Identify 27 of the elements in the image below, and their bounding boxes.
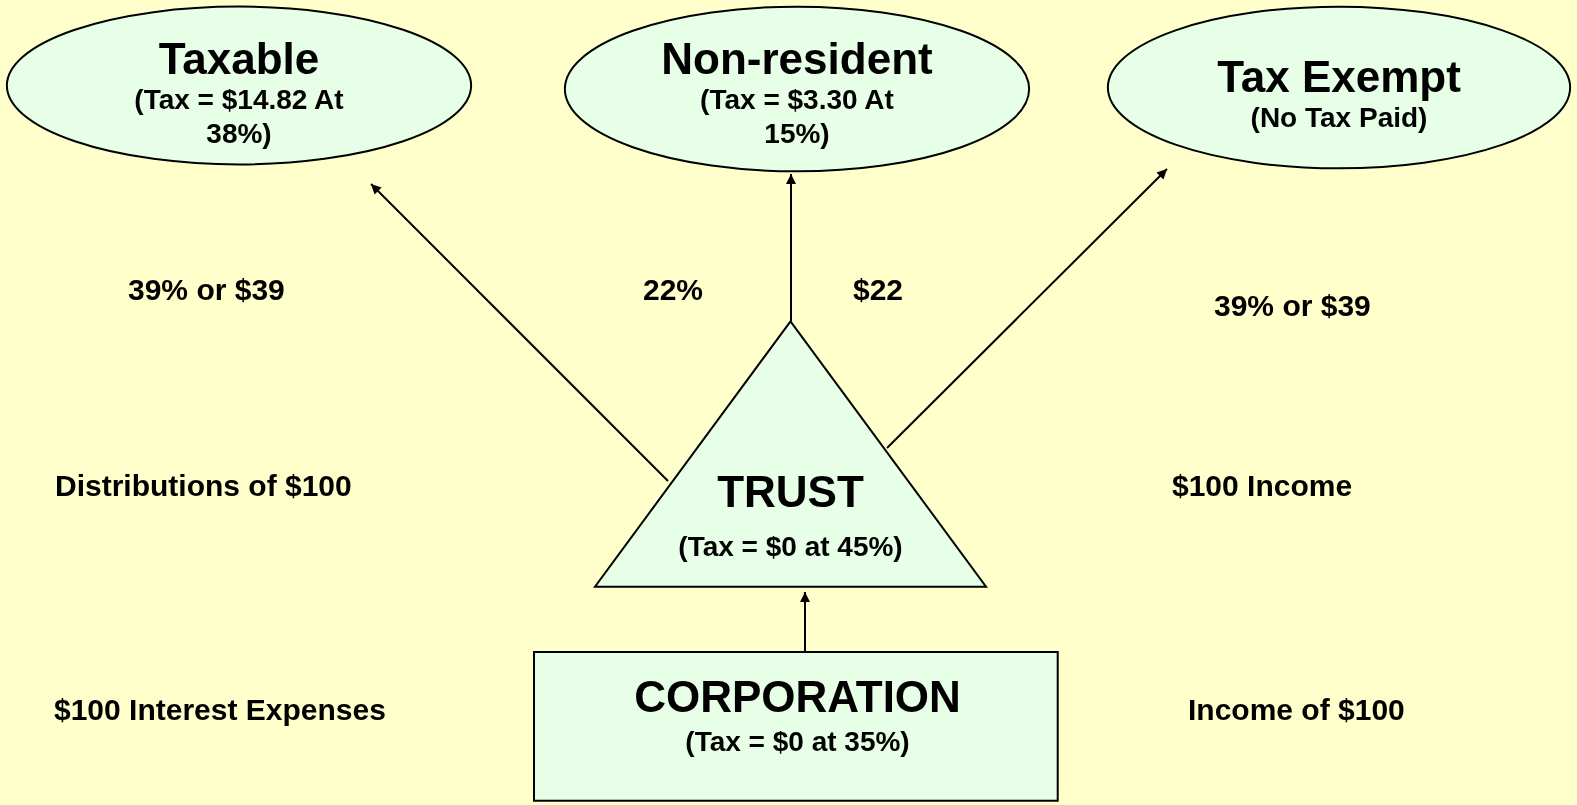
node-subtitle: (Tax = $14.82 At 38%) <box>133 83 345 151</box>
arrow <box>370 183 669 482</box>
arrow <box>800 591 810 652</box>
node-subtitle: (Tax = $3.30 At 15%) <box>699 83 895 151</box>
annotation-text: $100 Interest Expenses <box>54 692 386 728</box>
oval-node <box>5 5 473 166</box>
oval-node <box>1106 5 1572 170</box>
node-title: Non-resident <box>661 35 933 84</box>
triangle-node <box>593 320 988 588</box>
node-title: TRUST <box>717 468 864 517</box>
annotation-text: Income of $100 <box>1188 692 1405 728</box>
annotation-text: $100 Income <box>1172 468 1353 504</box>
annotation-text: $22 <box>853 272 904 308</box>
arrow <box>886 168 1168 449</box>
annotation-text: 22% <box>643 272 704 308</box>
rectangle-node <box>533 651 1062 802</box>
node-subtitle: (No Tax Paid) <box>1250 101 1428 135</box>
node-title: Tax Exempt <box>1217 53 1461 102</box>
oval-node <box>563 5 1031 173</box>
arrow <box>786 173 796 322</box>
node-subtitle: (Tax = $0 at 35%) <box>685 725 910 759</box>
node-title: CORPORATION <box>634 673 961 722</box>
node-subtitle: (Tax = $0 at 45%) <box>678 530 903 564</box>
annotation-text: 39% or $39 <box>128 272 285 308</box>
annotation-text: 39% or $39 <box>1214 288 1371 324</box>
annotation-text: Distributions of $100 <box>55 468 352 504</box>
node-title: Taxable <box>158 35 320 84</box>
